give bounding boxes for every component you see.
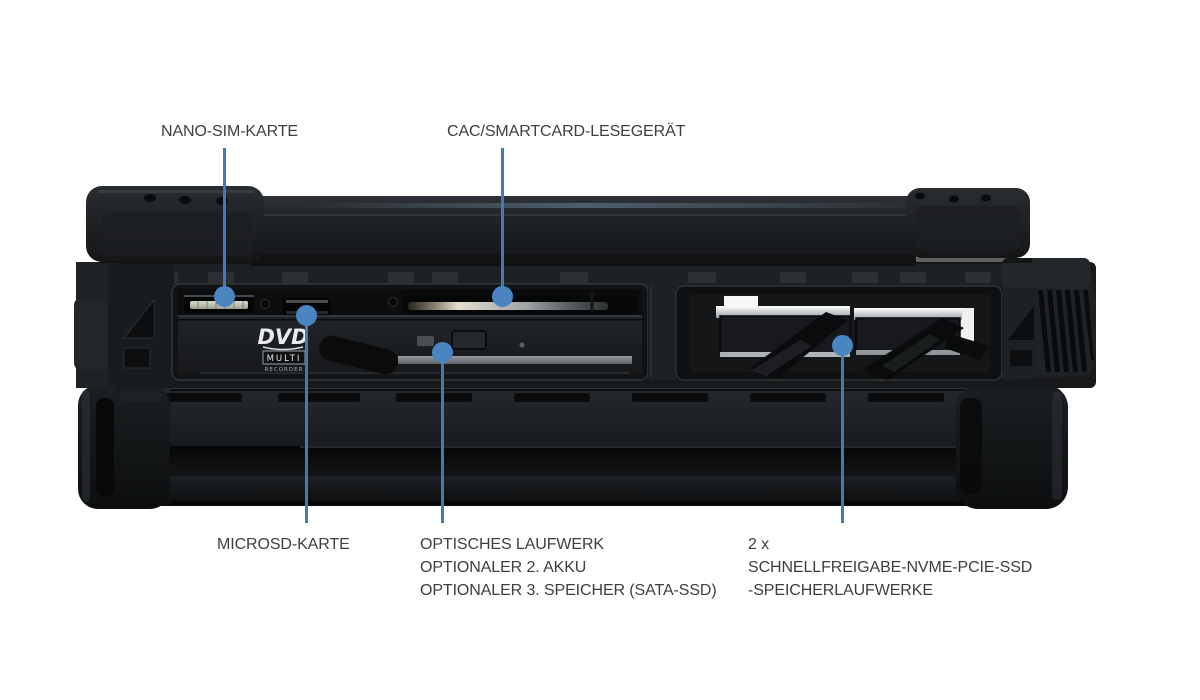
dvd-logo-multi: MULTI — [267, 354, 302, 364]
left-latch — [122, 298, 155, 369]
callout-dot — [491, 285, 513, 307]
callout-dot — [295, 304, 317, 326]
drive-led — [417, 336, 434, 346]
lid-bumper-left — [86, 186, 264, 262]
callout-label-line: -SPEICHERLAUFWERKE — [748, 582, 933, 599]
vent-grille — [1036, 288, 1094, 374]
optical-drive: DVD MULTI RECORDER — [178, 315, 642, 375]
callout-label-line: CAC/SMARTCARD-LESEGERÄT — [447, 123, 686, 140]
latch-triangle — [1008, 306, 1034, 340]
callout-line — [222, 148, 226, 296]
callout-label-line: OPTIONALER 3. SPEICHER (SATA-SSD) — [420, 582, 717, 599]
callout-label-line: MICROSD-KARTE — [217, 536, 350, 553]
callout-label: 2 x SCHNELLFREIGABE-NVME-PCIE-SSD -SPEICHE… — [748, 533, 1032, 602]
callout-label-line: SCHNELLFREIGABE-NVME-PCIE-SSD — [748, 559, 1033, 576]
callout-label: OPTISCHES LAUFWERK OPTIONALER 2. AKKU OPTI… — [420, 533, 717, 602]
callout-line — [840, 345, 844, 523]
lid-bumper-right — [906, 188, 1030, 258]
rubber-foot-left — [78, 385, 170, 509]
laptop-body: DVD MULTI RECORDER — [74, 258, 1096, 388]
dvd-logo-recorder: RECORDER — [265, 367, 304, 373]
laptop-lid — [86, 186, 1030, 266]
callout-label-line: OPTISCHES LAUFWERK — [420, 536, 605, 553]
dvd-logo: DVD MULTI RECORDER — [257, 325, 308, 373]
pull-ribbons — [750, 312, 990, 380]
screw — [388, 297, 398, 307]
callout-label-line: NANO-SIM-KARTE — [161, 123, 298, 140]
callout-dot — [213, 285, 235, 307]
callout-label-line: OPTIONALER 2. AKKU — [420, 559, 587, 576]
callout-label-line: 2 x — [748, 536, 770, 553]
dvd-logo-text: DVD — [257, 325, 308, 349]
callout-dot — [431, 341, 453, 363]
callout-label: MICROSD-KARTE — [217, 533, 350, 556]
callout-line — [440, 352, 444, 523]
callout-line — [500, 148, 504, 296]
rubber-foot-right — [956, 385, 1068, 509]
base-vent-slots — [160, 393, 944, 402]
emergency-eject-hole — [519, 342, 525, 348]
callout-line — [304, 315, 308, 523]
right-corner — [1002, 258, 1096, 380]
laptop-base — [78, 384, 1068, 509]
screw — [260, 299, 270, 309]
latch-square — [1010, 350, 1032, 366]
callout-label: NANO-SIM-KARTE — [161, 120, 298, 143]
ports-bay: DVD MULTI RECORDER — [171, 283, 649, 381]
callout-dot — [831, 334, 853, 356]
ssd-bay — [675, 285, 1003, 381]
callout-label: CAC/SMARTCARD-LESEGERÄT — [447, 120, 685, 143]
rubber-pull-tab — [319, 335, 398, 375]
smartcard-slot — [402, 290, 638, 314]
eject-button — [451, 330, 487, 350]
